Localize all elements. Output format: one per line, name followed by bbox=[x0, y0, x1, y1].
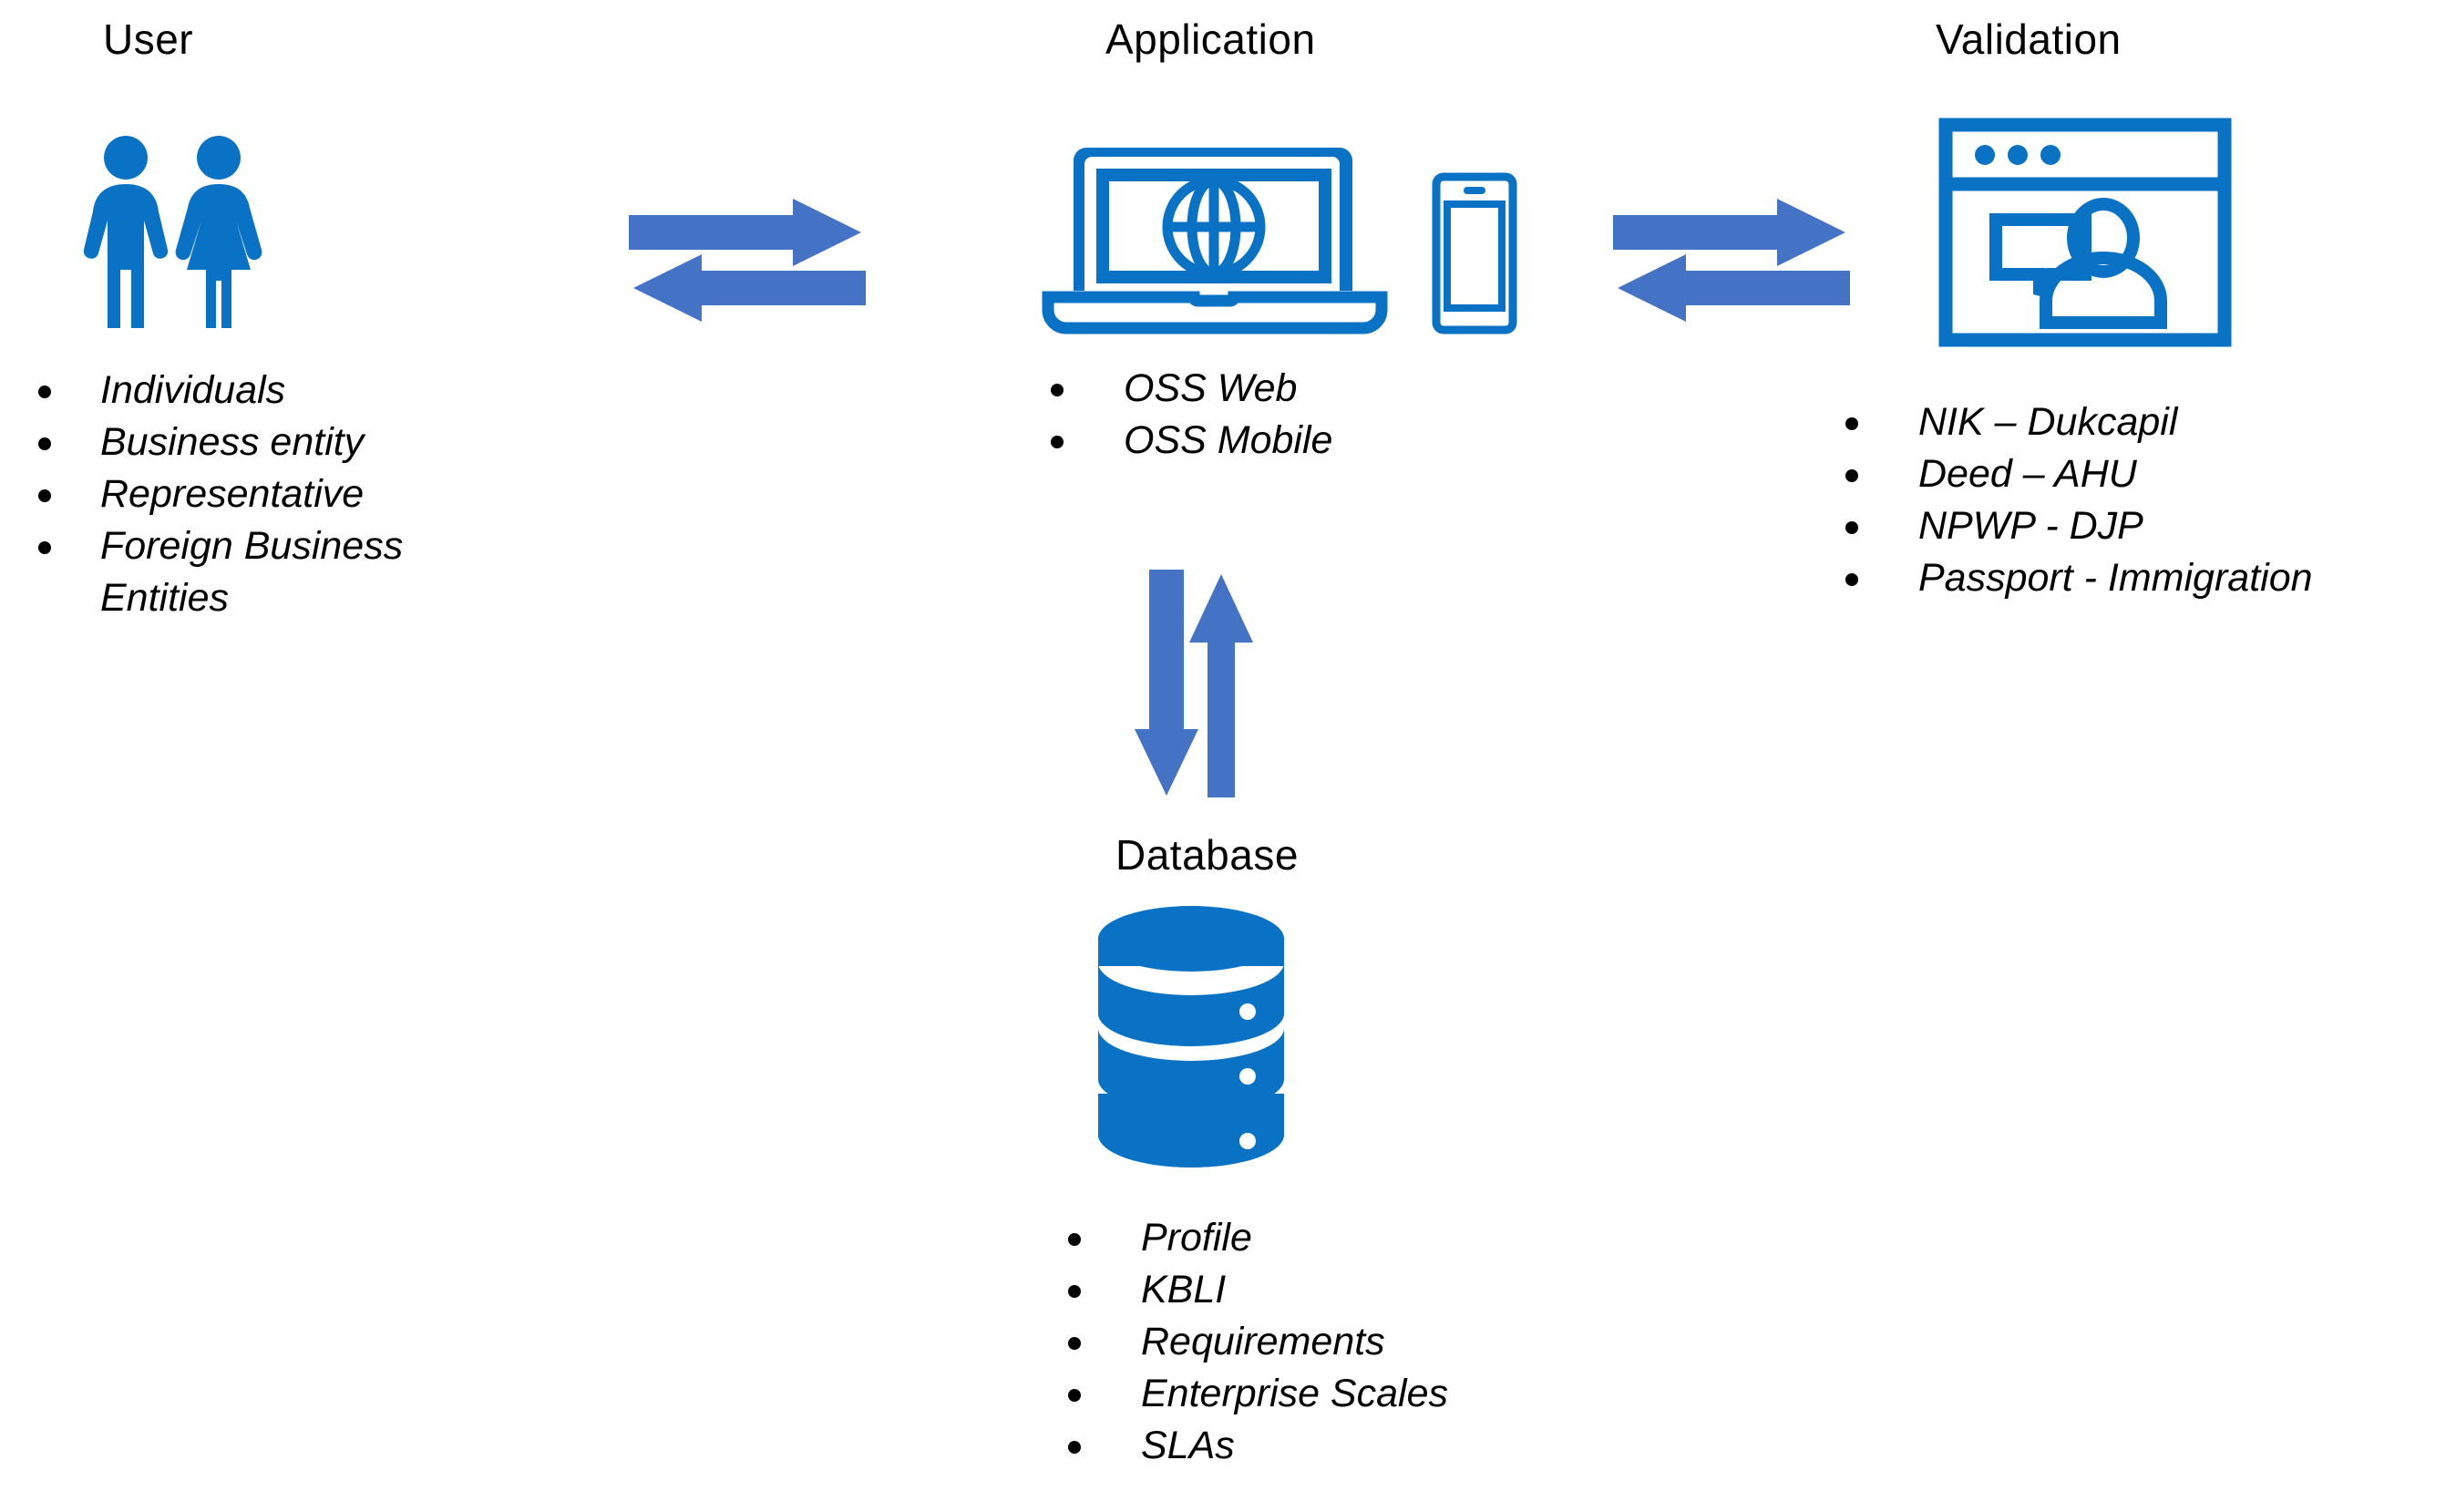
bullet-dot-icon bbox=[1845, 469, 1858, 482]
user-heading: User bbox=[103, 15, 194, 63]
bullet-dot-icon bbox=[1068, 1233, 1081, 1246]
laptop-globe-icon bbox=[1042, 137, 1388, 342]
bullet-dot-icon bbox=[1051, 384, 1064, 396]
arrow-down-icon bbox=[1135, 570, 1198, 796]
arrow-right-icon bbox=[1613, 199, 1845, 266]
list-item: Individuals bbox=[38, 365, 603, 417]
list-item: SLAs bbox=[1068, 1420, 1706, 1472]
bullet-dot-icon bbox=[1068, 1441, 1081, 1454]
arrow-up-icon bbox=[1189, 574, 1253, 797]
validation-bullet-list: NIK – Dukcapil Deed – AHU NPWP - DJP Pas… bbox=[1845, 396, 2446, 604]
list-item: NPWP - DJP bbox=[1845, 500, 2446, 552]
list-item: Foreign Business Entities bbox=[38, 520, 603, 624]
arrow-left-icon bbox=[633, 254, 866, 322]
bullet-dot-icon bbox=[38, 541, 51, 554]
bullet-dot-icon bbox=[38, 489, 51, 502]
arrow-left-icon bbox=[1618, 254, 1850, 322]
list-item: Enterprise Scales bbox=[1068, 1368, 1706, 1420]
application-database-exchange-arrows bbox=[1135, 570, 1253, 797]
list-item: OSS Web bbox=[1051, 363, 1689, 415]
arrow-right-icon bbox=[629, 199, 861, 266]
list-item: OSS Mobile bbox=[1051, 415, 1689, 467]
user-application-exchange-arrows bbox=[629, 199, 866, 322]
bullet-dot-icon bbox=[1845, 417, 1858, 430]
bullet-dot-icon bbox=[1068, 1285, 1081, 1298]
bullet-dot-icon bbox=[1051, 436, 1064, 448]
list-item: Business entity bbox=[38, 417, 603, 468]
list-item: KBLI bbox=[1068, 1264, 1706, 1316]
user-bullet-list: Individuals Business entity Representati… bbox=[38, 365, 603, 624]
application-validation-exchange-arrows bbox=[1613, 199, 1850, 322]
smartphone-icon bbox=[1431, 171, 1518, 335]
database-cylinder-icon bbox=[1091, 898, 1291, 1167]
bullet-dot-icon bbox=[1068, 1337, 1081, 1350]
list-item: Representative bbox=[38, 468, 603, 520]
bullet-dot-icon bbox=[38, 437, 51, 450]
list-item: NIK – Dukcapil bbox=[1845, 396, 2446, 448]
list-item: Profile bbox=[1068, 1212, 1706, 1264]
database-bullet-list: Profile KBLI Requirements Enterprise Sca… bbox=[1068, 1212, 1706, 1472]
list-item: Deed – AHU bbox=[1845, 448, 2446, 500]
two-people-icon bbox=[77, 135, 269, 331]
browser-window-person-chat-icon bbox=[1938, 118, 2232, 347]
bullet-dot-icon bbox=[1068, 1389, 1081, 1402]
bullet-dot-icon bbox=[1845, 573, 1858, 586]
validation-heading: Validation bbox=[1936, 15, 2122, 63]
bullet-dot-icon bbox=[38, 386, 51, 398]
application-bullet-list: OSS Web OSS Mobile bbox=[1051, 363, 1689, 467]
application-heading: Application bbox=[1105, 15, 1316, 63]
bullet-dot-icon bbox=[1845, 521, 1858, 534]
list-item: Requirements bbox=[1068, 1316, 1706, 1368]
list-item: Passport - Immigration bbox=[1845, 552, 2446, 604]
database-heading: Database bbox=[1115, 831, 1299, 879]
